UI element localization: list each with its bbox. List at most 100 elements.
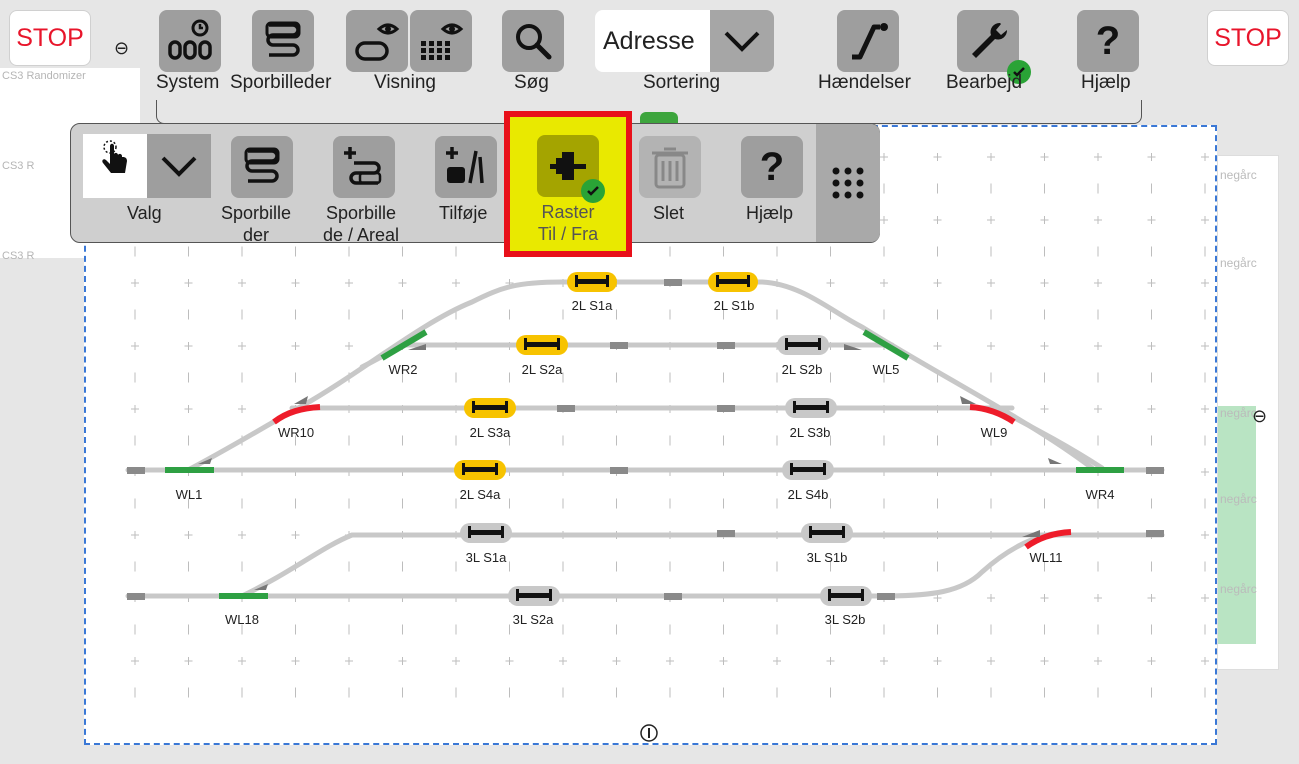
signal-2l-s1a [567,272,617,292]
wrench-icon [972,22,1008,58]
stop-button-left[interactable]: STOP [9,10,91,66]
sporbillede-areal-label: Sporbille de / Areal [323,202,399,246]
grid-mark [452,279,460,287]
collapse-left-icon[interactable]: ⊖ [114,38,130,59]
sporbilleder-button[interactable] [252,10,314,72]
hjaelp-label: Hjælp [1081,72,1131,93]
haendelser-button[interactable] [837,10,899,72]
top-toolbar: System Sporbilleder Visning Søg Adresse [140,0,1299,124]
grid-mark [1094,342,1102,350]
grid-mark [291,657,300,665]
signal-3l-s1b [801,523,853,543]
track-labels: 2L S1a 2L S1b 2L S2a 2L S2b 2L S3a 2L S3… [176,298,1115,627]
system-button[interactable] [159,10,221,72]
signal-2l-s4a [454,460,506,480]
grid-mark [1094,153,1102,161]
valg-select[interactable] [83,134,211,198]
sortering-select[interactable]: Adresse [595,10,774,72]
grid-mark [1147,657,1156,665]
sporbilleder-edit-button[interactable] [231,136,293,198]
grid-mark [933,216,942,224]
valg-label: Valg [127,203,162,223]
stop-button-right[interactable]: STOP [1207,10,1289,66]
right-panel-item[interactable]: negårc [1220,582,1257,596]
grid-mark [131,279,139,287]
label-wr2: WR2 [389,362,418,377]
left-panel-item[interactable]: CS3 R [2,250,35,262]
visning-keyboard-button[interactable] [410,10,472,72]
grid-mark [398,279,407,287]
grid-mark [184,279,193,287]
tilfoeje-button[interactable] [435,136,497,198]
label-wl5: WL5 [873,362,900,377]
tilfoeje-label: Tilføje [439,203,488,223]
label-line: Til / Fra [537,224,599,244]
visning-layout-button[interactable] [346,10,408,72]
grid-mark [1094,657,1102,665]
left-panel-item[interactable]: CS3 Randomizer [2,70,86,82]
grid-mark [452,657,460,665]
grid-mark [933,342,942,350]
turnout-tips [198,344,1062,590]
hjaelp-edit-button[interactable]: ? [741,136,803,198]
grid-mark [184,657,193,665]
label-2l-s4a: 2L S4a [460,487,501,502]
grid-mark [238,342,246,350]
turnouts[interactable] [165,329,1124,599]
grid-mark [131,405,139,413]
soeg-button[interactable] [502,10,564,72]
grid-mark [880,216,888,224]
slet-button[interactable] [639,136,701,198]
eye-track-icon [355,23,400,61]
track-signals[interactable] [454,272,872,606]
grid-mark [1201,468,1209,476]
grid-mark [933,279,942,287]
grid-mark [238,657,246,665]
grid-mark [238,531,246,539]
sporbillede-areal-button[interactable] [333,136,395,198]
turnout-wl5 [862,329,910,361]
right-panel-item[interactable]: negårc [1220,256,1257,270]
grid-mark [291,279,300,287]
grid-mark [987,342,995,350]
collapse-right-icon[interactable]: ⊖ [1252,406,1268,427]
signal-3l-s1a [460,523,512,543]
pointer-hand-icon [83,134,147,198]
eye-keyboard-icon [421,23,464,60]
grid-mark [719,657,728,665]
label-3l-s2a: 3L S2a [513,612,554,627]
label-3l-s2b: 3L S2b [825,612,866,627]
grid-mark [184,531,193,539]
grid-toggle-icon [550,152,586,180]
label-2l-s4b: 2L S4b [788,487,829,502]
label-3l-s1a: 3L S1a [466,550,507,565]
chevron-down-icon [710,10,774,72]
check-icon [1007,60,1031,84]
hjaelp-button[interactable]: ? [1077,10,1139,72]
grid-mark [933,153,942,161]
label-line: Sporbille [221,203,292,223]
right-panel-item[interactable]: negårc [1220,406,1257,420]
grid-mark [826,657,835,665]
right-panel-item[interactable]: negårc [1220,492,1257,506]
grid-mark [345,279,353,287]
grid-mark [987,216,995,224]
grid-mark [291,342,300,350]
grid-mark [987,279,995,287]
bearbejd-button[interactable] [957,10,1031,84]
label-2l-s2b: 2L S2b [782,362,823,377]
edit-toolbar: Valg Sporbille der Sporbille de / Areal … [70,123,880,246]
label-2l-s1b: 2L S1b [714,298,755,313]
grid-mark [1147,594,1156,602]
right-panel-item[interactable]: negårc [1220,168,1257,182]
grid-mark [1094,279,1102,287]
raster-button[interactable] [537,135,605,203]
more-options-button[interactable] [816,124,880,242]
left-panel-item[interactable]: CS3 R [2,160,35,172]
question-icon: ? [1095,18,1121,63]
grid-mark [184,405,193,413]
grid-mark [398,657,407,665]
grid-mark [933,657,942,665]
collapse-bottom-icon[interactable] [640,724,658,742]
grid-mark [1040,279,1049,287]
